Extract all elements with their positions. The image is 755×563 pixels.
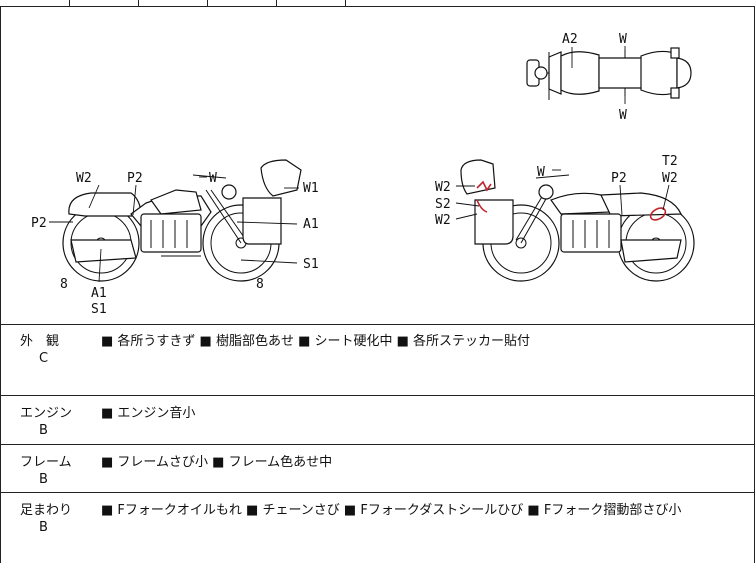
label-a1-left-bottom: A1 [91, 286, 107, 301]
notes-text: ■ Fフォークオイルもれ ■ チェーンさび ■ Fフォークダストシールひび ■ … [101, 503, 682, 518]
label-a1-left-right: A1 [303, 217, 319, 232]
motorcycle-top-view: A2 W W [526, 32, 692, 123]
label-s1-left-bottom: S1 [91, 302, 107, 317]
notes-text: ■ エンジン音小 [101, 406, 196, 421]
label-8-right: 8 [256, 277, 264, 292]
label-w1-left: W1 [303, 181, 319, 196]
table-cell-divider [207, 0, 208, 6]
notes-text: ■ 各所うすきず ■ 樹脂部色あせ ■ シート硬化中 ■ 各所ステッカー貼付 [101, 334, 531, 349]
table-cell-divider [69, 0, 70, 6]
label-s2-right: S2 [435, 197, 451, 212]
category-label: エンジン [20, 406, 73, 421]
label-w2-right-b: W2 [435, 213, 451, 228]
grade-value: B [39, 520, 48, 535]
table-cell-divider [138, 0, 139, 6]
grade-value: B [39, 472, 48, 487]
motorcycle-damage-diagram: A2 W W [31, 32, 695, 317]
motorcycle-left-view: W2 P2 W W1 P2 A1 S1 8 8 A1 S1 [31, 159, 319, 317]
label-w-top: W [619, 32, 627, 47]
label-8-left: 8 [60, 277, 68, 292]
table-row-engine: エンジン B ■ エンジン音小 [0, 396, 755, 445]
label-w2-right-c: W2 [662, 171, 678, 186]
category-label: 外 観 [20, 334, 60, 349]
table-row-suspension: 足まわり B ■ Fフォークオイルもれ ■ チェーンさび ■ Fフォークダストシ… [0, 493, 755, 563]
label-s1-left-right: S1 [303, 257, 319, 272]
label-w-bottom: W [619, 108, 627, 123]
table-row-frame: フレーム B ■ フレームさび小 ■ フレーム色あせ中 [0, 445, 755, 493]
grade-value: C [39, 351, 49, 366]
category-label: 足まわり [20, 503, 73, 518]
label-w-handle-left: W [209, 171, 217, 186]
label-p2-right: P2 [611, 171, 627, 186]
label-w2-left: W2 [76, 171, 92, 186]
table-cell-divider [345, 0, 346, 6]
label-p2-left-top: P2 [127, 171, 143, 186]
label-w2-right-a: W2 [435, 180, 451, 195]
table-row-exterior: 外 観 C ■ 各所うすきず ■ 樹脂部色あせ ■ シート硬化中 ■ 各所ステッ… [0, 324, 755, 396]
label-w-handle-right: W [537, 165, 545, 180]
table-cell-divider [276, 0, 277, 6]
category-label: フレーム [20, 455, 72, 470]
grade-value: B [39, 423, 48, 438]
damage-diagram-panel: A2 W W [0, 6, 755, 325]
label-p2-left-side: P2 [31, 216, 47, 231]
table-top-row [0, 0, 755, 7]
label-t2-right: T2 [662, 154, 678, 169]
notes-text: ■ フレームさび小 ■ フレーム色あせ中 [101, 455, 333, 470]
label-a2-top: A2 [562, 32, 578, 47]
motorcycle-right-view: W2 S2 W2 W P2 T2 W2 [435, 154, 695, 282]
